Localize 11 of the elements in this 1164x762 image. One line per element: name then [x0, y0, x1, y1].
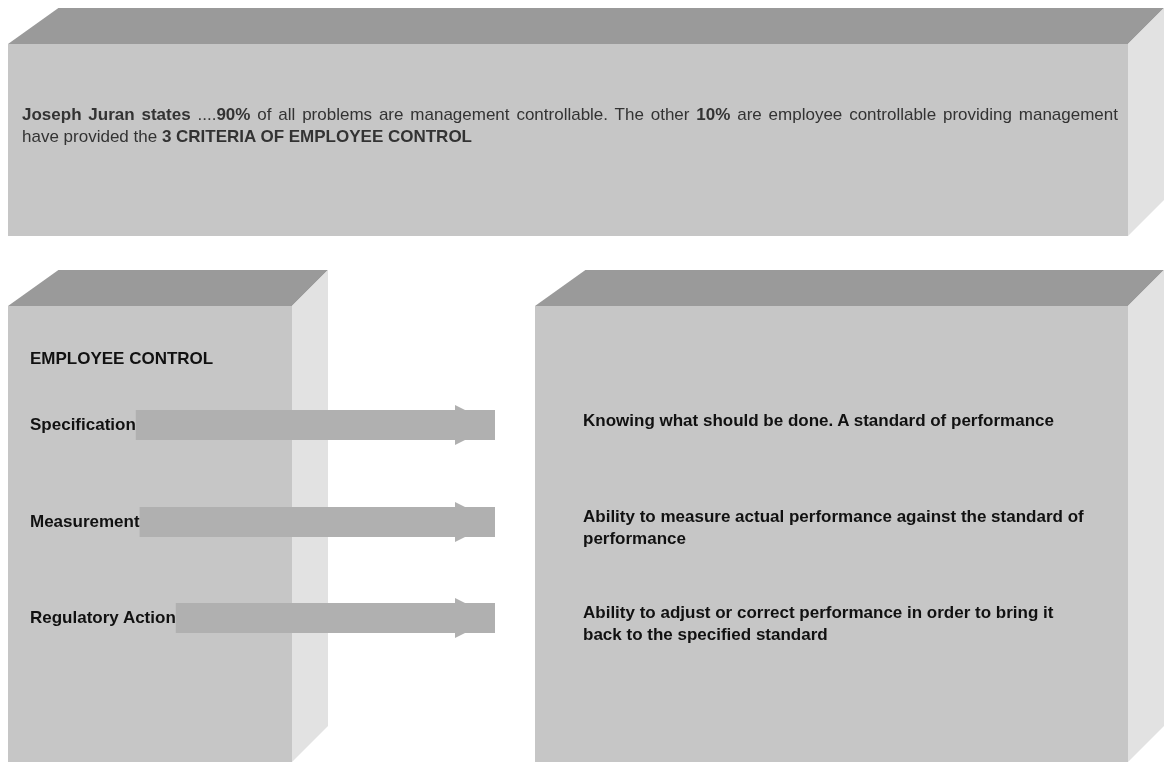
criterion-description: Ability to measure actual performance against the standard of performance [535, 506, 1095, 550]
criterion-description: Knowing what should be done. A standard of performance [535, 410, 1095, 454]
criterion-label: Regulatory Action [30, 606, 176, 630]
chevron-arrow [135, 405, 495, 445]
criterion-label: Measurement [30, 510, 140, 534]
chevron-arrow [175, 598, 495, 638]
statement-text: Joseph Juran states ....90% of all problems are management controllable. The other 10% are employee controllable providing management have provided the 3 CRITERIA OF EMPLOYEE CONTROL [22, 104, 1118, 148]
criterion-label: Specification [30, 413, 136, 437]
criterion-description: Ability to adjust or correct performance in order to bring it back to the specified standard [535, 602, 1095, 646]
panel-heading: EMPLOYEE CONTROL [30, 348, 215, 370]
chevron-arrow [139, 502, 495, 542]
